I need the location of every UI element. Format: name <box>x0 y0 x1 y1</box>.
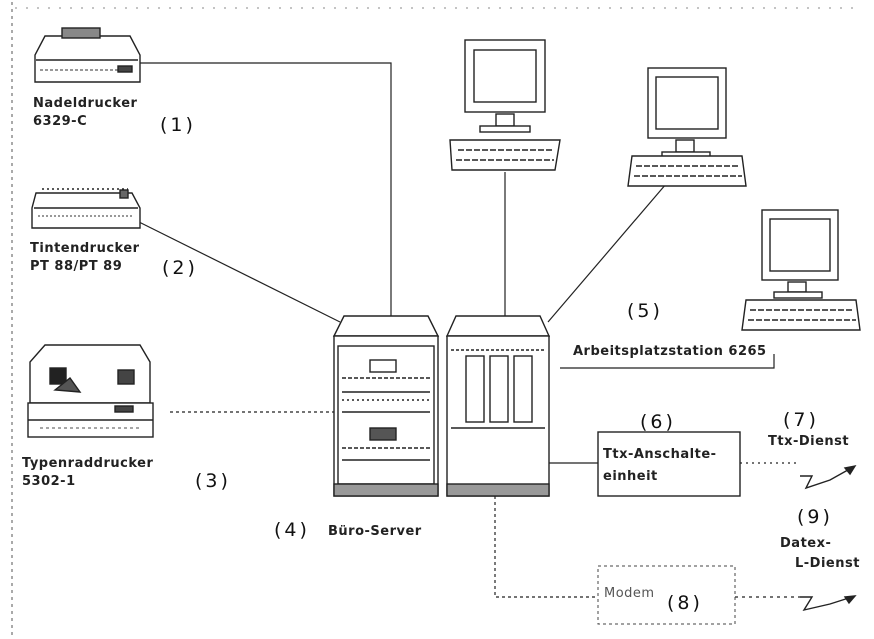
line-needle-printer-server <box>140 62 392 316</box>
line-monitor2-server <box>547 169 679 323</box>
workstation-number: (5) <box>627 300 663 322</box>
connection-lines <box>134 62 800 598</box>
ink-printer-model: PT 88/PT 89 <box>30 259 123 274</box>
daisy-printer-name: Typenraddrucker <box>22 456 154 471</box>
ttx-unit-number: (6) <box>640 411 676 433</box>
monitor-1-icon <box>449 39 561 171</box>
datex-service-arrow-icon <box>800 595 857 612</box>
server-cabinet-left <box>332 315 440 497</box>
ttx-unit-box <box>597 431 741 497</box>
line-server-modem <box>494 496 598 598</box>
daisy-printer-model: 5302-1 <box>22 474 76 489</box>
monitor-3-icon <box>741 209 861 331</box>
needle-printer-icon <box>34 27 141 83</box>
datex-service-number: (9) <box>797 506 833 528</box>
line-ink-printer-server <box>134 219 341 323</box>
server-number: (4) <box>274 519 310 541</box>
ttx-service-number: (7) <box>783 409 819 431</box>
needle-printer-model: 6329-C <box>33 114 88 129</box>
ttx-unit-line1: Ttx-Anschalte- <box>603 447 717 462</box>
ttx-service-arrow-icon <box>800 464 857 490</box>
ink-printer-icon <box>31 188 141 229</box>
needle-printer-name: Nadeldrucker <box>33 96 138 111</box>
ttx-unit-line2: einheit <box>603 469 658 484</box>
modem-label: Modem <box>604 586 655 601</box>
scan-border <box>11 2 860 636</box>
datex-service-line2: L-Dienst <box>795 556 860 571</box>
server-cabinet-right <box>445 315 551 497</box>
ink-printer-number: (2) <box>162 257 198 279</box>
workstation-name: Arbeitsplatzstation 6265 <box>573 344 767 359</box>
ttx-service-name: Ttx-Dienst <box>768 434 850 449</box>
monitor-2-icon <box>627 67 747 187</box>
needle-printer-number: (1) <box>160 114 196 136</box>
modem-box <box>597 565 736 625</box>
daisywheel-printer-icon <box>27 344 154 438</box>
modem-number: (8) <box>667 592 703 614</box>
datex-service-line1: Datex- <box>780 536 832 551</box>
daisy-printer-number: (3) <box>195 470 231 492</box>
ink-printer-name: Tintendrucker <box>30 241 140 256</box>
line-workstation-server <box>560 354 775 369</box>
server-name: Büro-Server <box>328 524 422 539</box>
